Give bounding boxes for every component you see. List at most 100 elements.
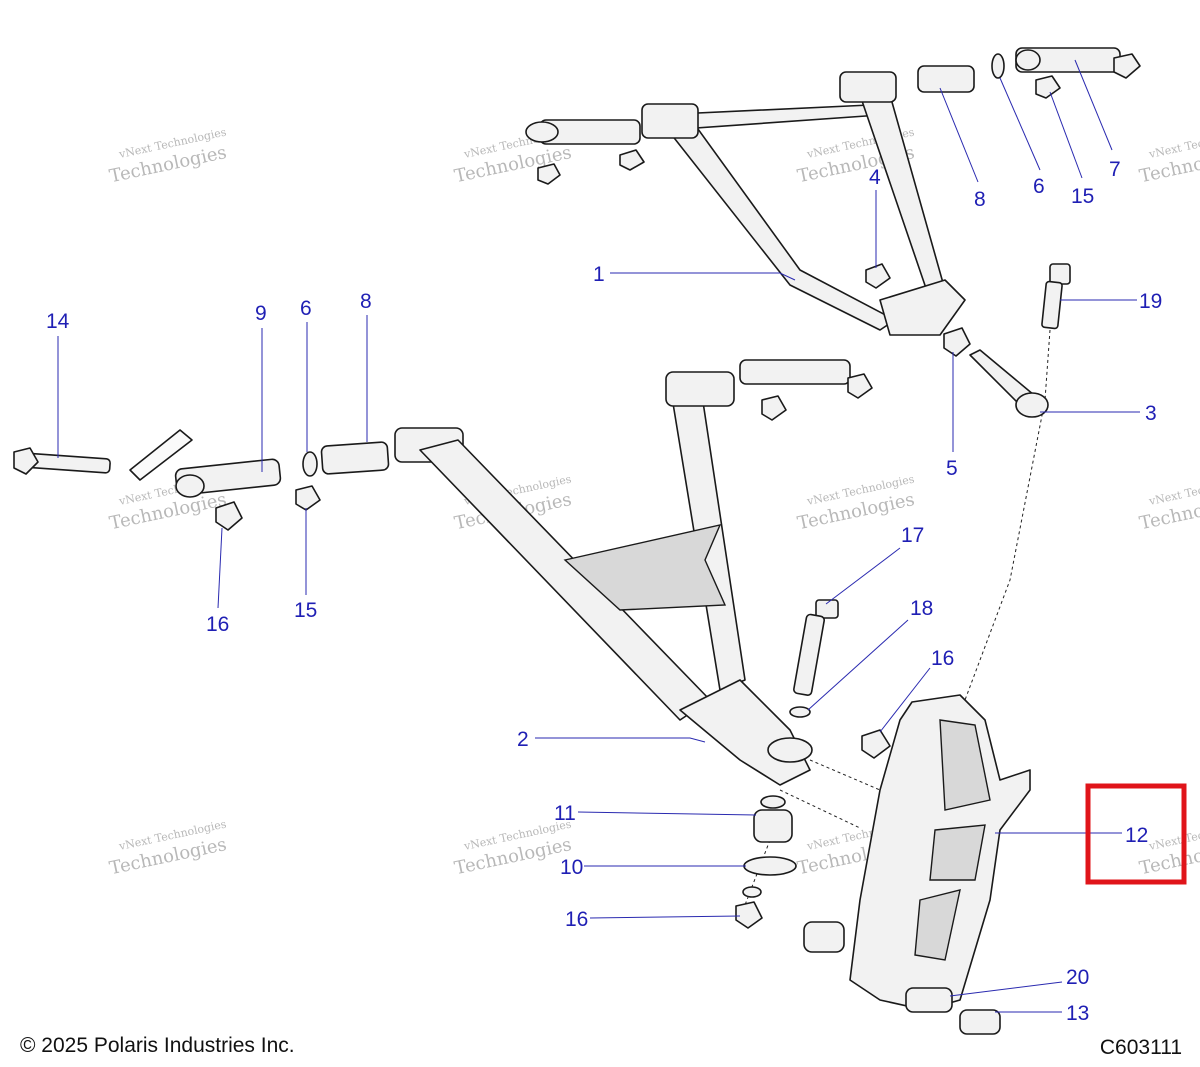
copyright-notice: © 2025 Polaris Industries Inc. bbox=[20, 1034, 295, 1057]
ball-joint-11-stud bbox=[760, 795, 786, 809]
lower-arm-ball-joint-bore bbox=[767, 737, 813, 763]
callout-5: 5 bbox=[946, 457, 958, 480]
bushing-8-lower bbox=[320, 441, 390, 475]
steering-knuckle-12 bbox=[849, 694, 1031, 1011]
bolt-19-head bbox=[1049, 263, 1071, 285]
callout-15-lower: 15 bbox=[294, 599, 317, 622]
pivot-bolt-7-nut bbox=[1113, 53, 1141, 79]
bolt-17-head bbox=[815, 599, 839, 619]
nut-15-lower bbox=[295, 485, 321, 511]
leader-18 bbox=[807, 619, 909, 711]
callout-6-upper: 6 bbox=[1033, 175, 1045, 198]
lower-a-arm bbox=[394, 359, 873, 786]
washer-stack bbox=[742, 886, 762, 898]
lower-arm-rear-sleeve bbox=[665, 371, 735, 407]
upper-arm-ball-joint-mount bbox=[879, 279, 966, 336]
bolt-17 bbox=[793, 599, 839, 696]
leader-17 bbox=[825, 547, 901, 605]
callout-12: 12 bbox=[1125, 824, 1148, 847]
callout-16-knuckle: 16 bbox=[931, 647, 954, 670]
bushing-ghost-lower bbox=[803, 921, 845, 953]
leader-16b bbox=[879, 667, 931, 733]
lower-arm-rear-nut bbox=[847, 373, 873, 399]
leader-8a bbox=[939, 87, 979, 183]
knuckle-window-upper bbox=[939, 719, 991, 811]
callout-1: 1 bbox=[593, 263, 605, 286]
bolt-19-shank bbox=[1041, 280, 1063, 330]
watermark: vNext Technologies Technologies bbox=[1138, 125, 1200, 187]
assembly-line bbox=[779, 789, 861, 829]
bushing-13 bbox=[959, 1009, 1001, 1035]
assembly-line bbox=[809, 759, 881, 791]
leader-lines bbox=[57, 59, 1140, 1013]
watermark: vNext Technologies Technologies bbox=[1138, 472, 1200, 534]
diagram-code: C603111 bbox=[1099, 1036, 1182, 1059]
callout-15-upper: 15 bbox=[1071, 185, 1094, 208]
pivot-bolt-7-head bbox=[1015, 49, 1041, 71]
leader-2 bbox=[535, 737, 706, 743]
washer-6-upper bbox=[991, 53, 1005, 79]
pivot-bolt-9-eye bbox=[175, 474, 205, 498]
callout-6-lower: 6 bbox=[300, 297, 312, 320]
callout-11: 11 bbox=[554, 802, 576, 825]
upper-arm-front-bolt-head bbox=[525, 121, 559, 143]
leader-6a bbox=[999, 77, 1041, 171]
snap-ring-10 bbox=[743, 856, 797, 876]
callout-4: 4 bbox=[869, 166, 881, 189]
callout-8-upper: 8 bbox=[974, 188, 986, 211]
highlight-box-callout-12[interactable] bbox=[1085, 783, 1187, 885]
tie-rod-end-eye bbox=[1015, 392, 1049, 418]
upper-arm-front-sleeve bbox=[641, 103, 699, 139]
bolt-14-head bbox=[13, 447, 39, 475]
bushing-8-upper bbox=[917, 65, 975, 93]
washer-18 bbox=[789, 706, 811, 718]
callout-17: 17 bbox=[901, 524, 924, 547]
leader-1 bbox=[610, 272, 796, 281]
callout-10: 10 bbox=[560, 856, 583, 879]
upper-arm-front-nut-2 bbox=[537, 163, 561, 185]
nut-16-bottom bbox=[735, 901, 763, 929]
callout-18: 18 bbox=[910, 597, 933, 620]
upper-arm-front-nut bbox=[619, 149, 645, 171]
leader-15a bbox=[1049, 91, 1083, 179]
knuckle-window-bottom bbox=[914, 889, 961, 961]
callout-8-lower: 8 bbox=[360, 290, 372, 313]
callout-3: 3 bbox=[1145, 402, 1157, 425]
callout-2: 2 bbox=[517, 728, 529, 751]
nut-5 bbox=[943, 327, 971, 357]
lower-arm-rear-nut-2 bbox=[761, 395, 787, 421]
callout-7: 7 bbox=[1109, 158, 1121, 181]
leader-20 bbox=[949, 981, 1063, 997]
callout-14: 14 bbox=[46, 310, 70, 333]
callout-20: 20 bbox=[1066, 966, 1089, 989]
watermark: vNext Technologies Technologies bbox=[108, 817, 229, 879]
ball-joint-stack bbox=[735, 795, 797, 929]
upper-rear-hardware bbox=[917, 47, 1141, 99]
bolt-19 bbox=[1041, 263, 1071, 330]
bolt-17-shank bbox=[793, 613, 825, 696]
callout-19: 19 bbox=[1139, 290, 1162, 313]
nut-16-knuckle bbox=[861, 729, 891, 759]
leader-16c bbox=[589, 915, 741, 919]
lower-arm-rear-pivot-bolt bbox=[739, 359, 851, 385]
nut-16-left bbox=[215, 501, 243, 531]
leader-7 bbox=[1074, 59, 1113, 151]
nut-15-upper bbox=[1035, 75, 1061, 99]
callout-16-left: 16 bbox=[206, 613, 229, 636]
knuckle-window-lower bbox=[929, 824, 986, 881]
watermark-layer: vNext Technologies Technologies vNext Te… bbox=[108, 125, 1200, 879]
washer-6-lower bbox=[302, 451, 318, 477]
sleeve-20 bbox=[905, 987, 953, 1013]
watermark: vNext Technologies Technologies bbox=[453, 817, 574, 879]
lower-front-hardware bbox=[13, 429, 390, 531]
lower-arm-gusset bbox=[563, 524, 727, 611]
leader-11 bbox=[577, 811, 757, 816]
upper-a-arm bbox=[525, 71, 966, 336]
callouts: 1 2 3 4 5 6 6 7 8 8 9 10 11 12 13 14 15 … bbox=[46, 158, 1162, 1025]
watermark: vNext Technologies Technologies bbox=[108, 125, 229, 187]
ball-joint-11 bbox=[753, 809, 793, 843]
tie-rod-end-3 bbox=[969, 349, 1049, 418]
callout-9: 9 bbox=[255, 302, 267, 325]
nut-4 bbox=[865, 263, 891, 289]
